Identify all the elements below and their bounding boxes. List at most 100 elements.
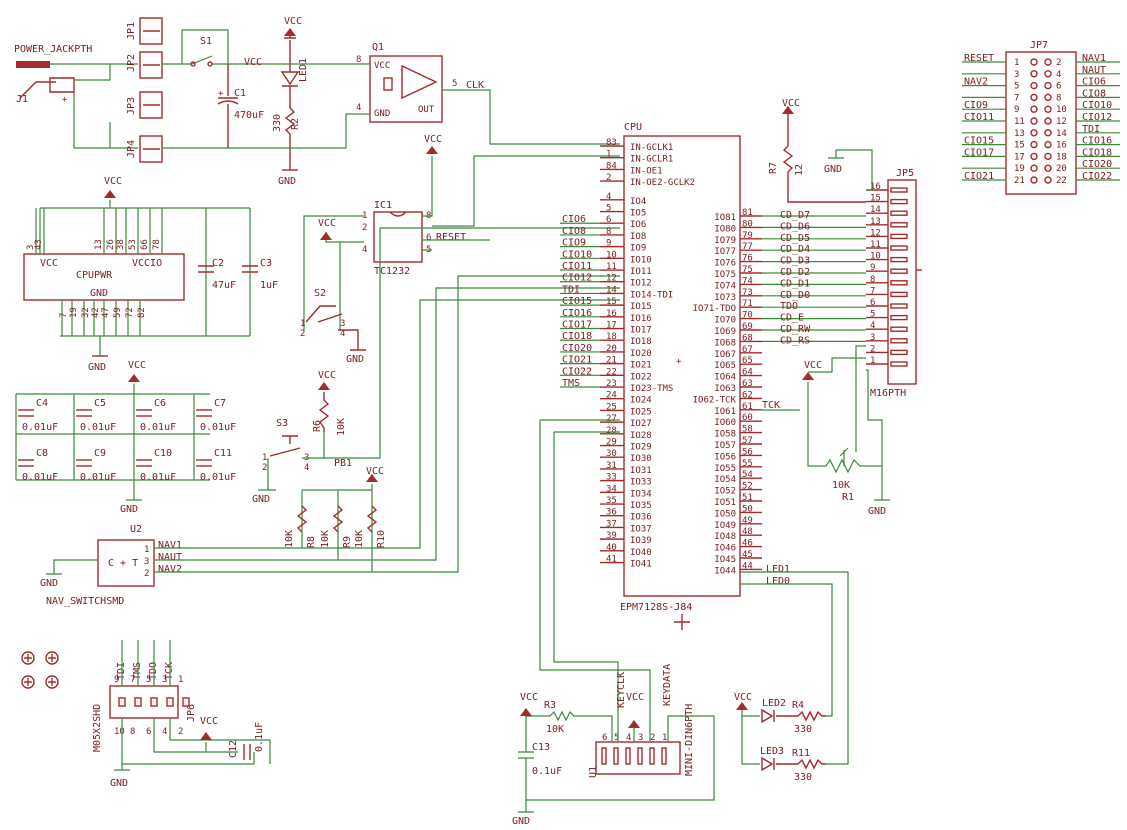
cpu-right-net: CD_D2 [780,267,810,278]
cpu-right-pin-label: IO60 [714,418,736,428]
jp5-vcc-label: VCC [782,98,800,109]
jp7-left-pin: 1 [1014,58,1019,68]
jp4-label: JP4 [126,140,137,158]
cpu-right-pin-label: IO57 [714,441,736,451]
jp5-pin-number: 15 [870,194,881,204]
decap-value: 0.01uF [80,472,116,483]
cpu-left-pin-label: IO12 [630,279,652,289]
decap-name: C11 [214,448,232,459]
cpu-right-pin-number: 81 [742,208,753,218]
capacitor-c1: C1 470uF + [217,64,264,148]
cpu-left-pin-number: 10 [606,250,617,260]
cpu-left-pin-number: 41 [606,555,617,565]
cpu-right-pin-label: IO65 [714,361,736,371]
c12-value: 0.1uF [254,722,265,752]
cpupwr-name: CPUPWR [76,270,113,281]
cpu-right-pin-label: IO63 [714,384,736,394]
cpu-left-pin-number: 14 [606,285,617,295]
cpu-left-pin-number: 1 [606,150,611,160]
r11-label: R11 [792,748,810,759]
cpu-right-pin-number: 48 [742,527,753,537]
decap-value: 0.01uF [140,422,176,433]
nav-resistor-name: R9 [342,536,353,548]
jp5-pin-number: 9 [870,263,875,273]
cpu-right-pin-label: IO49 [714,521,736,531]
jp7-right-pad [1044,164,1052,172]
ic1-pin1: 1 [362,211,367,221]
cpu-left-pin-label: IO25 [630,407,652,417]
jp7-right-net: NAV1 [1082,53,1106,64]
cpu-right-pin-label: IO44 [714,566,736,576]
r1-label: R1 [842,492,854,503]
cpu-right-pin-number: 45 [742,550,753,560]
jp5-pin-number: 1 [870,356,875,366]
cpu-right-pin-number: 60 [742,413,753,423]
cpu-left-net: CIO22 [562,366,592,377]
jp7-right-net: CIO20 [1082,159,1112,170]
u1-pad [637,747,643,765]
cpu-left-pin-number: 9 [606,239,611,249]
jp7-right-pin: 20 [1056,164,1067,174]
jp6-pad [150,697,158,707]
cpu-right-pin-label: IO80 [714,224,736,234]
q1-pin5: 5 [452,79,457,89]
cpu-right-pin-number: 71 [742,299,753,309]
jp7-right-pin: 2 [1056,58,1061,68]
jp7-left-net: NAV2 [964,77,988,88]
jp7-left-pad [1030,176,1038,184]
cpu-left-pin-label: IO36 [630,513,652,523]
nav-resistor [296,505,308,533]
cpu-right-pin-label: IO58 [714,430,736,440]
cpu-left-pin-label: IO11 [630,267,652,277]
cpu-left-pin-label: IO17 [630,326,652,336]
jp5-pin-number: 8 [870,275,875,285]
s3-vcc-label: VCC [318,370,336,381]
cpupwr-bottom-pin: 59 [113,307,123,318]
jp7-left-pad [1030,81,1038,90]
pb1-net-label: PB1 [334,458,352,469]
cpu-right-pin-number: 74 [742,276,753,286]
nav1-net: NAV1 [158,540,182,551]
jp7-left-net: RESET [964,53,994,64]
cpu-left-net: CIO11 [562,261,592,272]
s3-label: S3 [276,418,288,429]
c1-label: C1 [234,88,246,99]
cpu-right-pin-number: 68 [742,333,753,343]
oscillator-q1: Q1 VCC GND OUT 8 4 5 CLK [356,42,484,123]
jp6-pad [166,697,174,707]
decap-name: C6 [154,398,166,409]
cpu-right-net: CD_RS [780,335,810,346]
jp6-label: JP6 [186,704,197,722]
jp5-pin-pad [890,233,908,240]
cpu-left-pin-label: IO34 [630,489,652,499]
r1-vcc-label: VCC [804,360,822,371]
cpu-right-pin-label: IO68 [714,338,736,348]
cpu-right-pins: 81IO8180IO8079IO7977IO7776IO7675IO7574IO… [693,208,762,576]
c13-label: C13 [532,742,550,753]
cpupwr-gnd: GND [90,288,108,299]
jp7-left-net: CIO9 [964,100,988,111]
nav-resistor-value: 10K [354,530,365,548]
jp7-left-pin: 21 [1014,176,1025,186]
cpu-right-pin-number: 50 [742,504,753,514]
cpu-right-pin-label: IO81 [714,213,736,223]
jp6-top-pin: 5 [146,675,151,685]
cpu-right-pin-number: 58 [742,425,753,435]
q1-label: Q1 [372,42,384,53]
u1-pin: 1 [662,733,667,743]
nav-switch-u2: U2 C + T NAV_SWITCHSMD 1 3 2 NAV1 NAUT N… [40,275,620,607]
power-section: POWER_JACKPTH J1 + JP1 JP2 JP3 JP4 [14,16,309,187]
decap-value: 0.01uF [22,422,58,433]
u2-label: U2 [130,524,142,535]
jp6-value: M05X2SHD [92,704,103,752]
jp7-right-net: CIO8 [1082,88,1106,99]
q1-out: OUT [418,105,435,115]
s3-gnd-label: GND [252,494,270,505]
naut-net: NAUT [158,552,182,563]
u2-pin3: 3 [144,557,149,567]
decap-name: C4 [36,398,48,409]
